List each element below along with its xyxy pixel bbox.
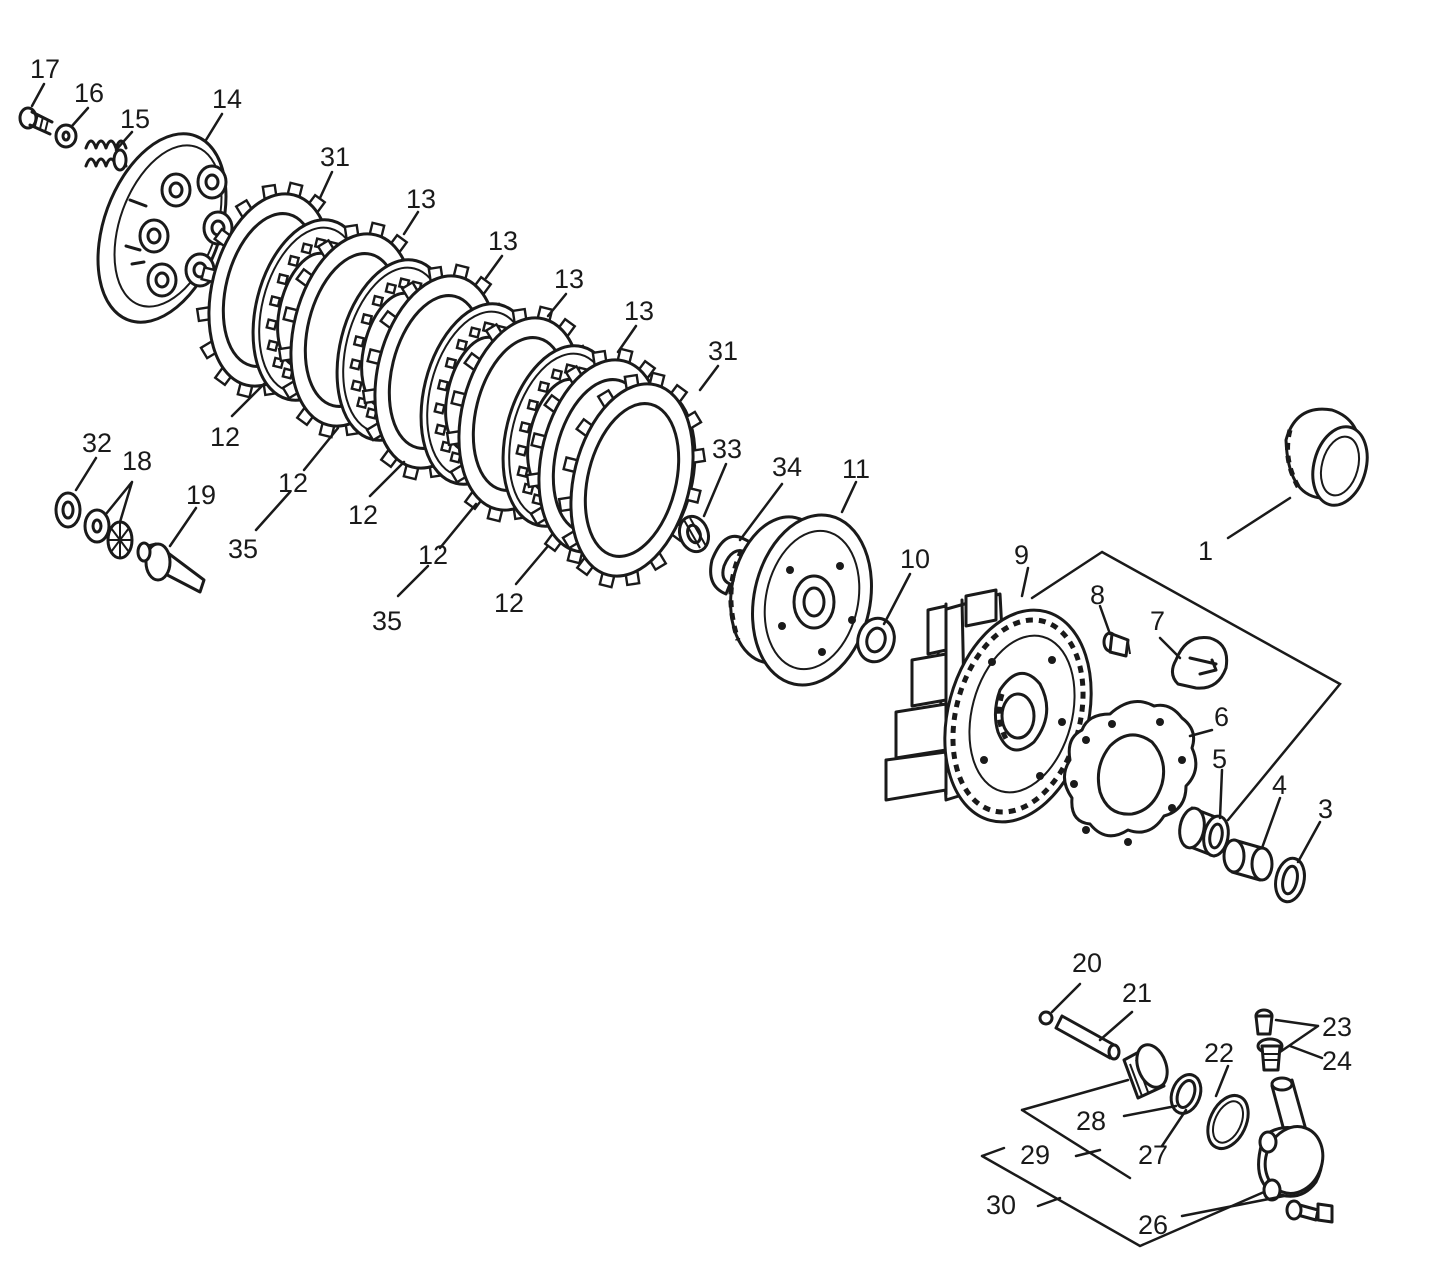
callout-labels: 17 16 15 14 31 13 13 13 13 31 12 12 12 1… [30, 54, 1352, 1240]
part-11-inner-hub [728, 513, 873, 687]
callout-28: 28 [1076, 1106, 1106, 1136]
callout-12-3: 12 [348, 500, 378, 530]
callout-14: 14 [212, 84, 242, 114]
callout-30: 30 [986, 1190, 1016, 1220]
callout-4: 4 [1272, 770, 1287, 800]
part-21-pushrod [1054, 1014, 1121, 1061]
callout-22: 22 [1204, 1038, 1234, 1068]
callout-9: 9 [1014, 540, 1029, 570]
part-23-bleeder [1254, 1008, 1274, 1036]
callout-12-5: 12 [494, 588, 524, 618]
part-4-spacer [1222, 838, 1274, 882]
callout-5: 5 [1212, 744, 1227, 774]
part-26-bolt [1285, 1199, 1334, 1224]
callout-32: 32 [82, 428, 112, 458]
part-33-needle-bearing [677, 514, 711, 554]
callout-18: 18 [122, 446, 152, 476]
part-15-spring [84, 139, 128, 172]
callout-27: 27 [1138, 1140, 1168, 1170]
callout-35-1: 35 [228, 534, 258, 564]
part-25-slave-cylinder-body [1257, 1076, 1325, 1202]
part-3-washer [1274, 856, 1306, 904]
callout-12-4: 12 [418, 540, 448, 570]
callout-34: 34 [772, 452, 802, 482]
clutch-pack [195, 181, 707, 589]
callout-13-4: 13 [624, 296, 654, 326]
callout-3: 3 [1318, 794, 1333, 824]
callout-15: 15 [120, 104, 150, 134]
part-16-washer [54, 123, 78, 149]
part-7-damper [1171, 635, 1229, 690]
callout-8: 8 [1090, 580, 1105, 610]
part-19-pushrod [136, 541, 206, 594]
callout-19: 19 [186, 480, 216, 510]
callout-11: 11 [842, 454, 870, 484]
leader-lines [30, 82, 1342, 1248]
callout-13-3: 13 [554, 264, 584, 294]
part-18-washers [83, 508, 134, 560]
callout-31-top: 31 [320, 142, 350, 172]
callout-20: 20 [1072, 948, 1102, 978]
part-8-screw [1102, 631, 1131, 658]
part-9-clutch-basket [884, 588, 1093, 824]
part-20-ball [1038, 1010, 1054, 1026]
part-24-banjo-bolt [1256, 1037, 1284, 1072]
callout-10: 10 [900, 544, 930, 574]
part-5-bushing [1178, 806, 1230, 858]
part-32-washer [54, 491, 82, 529]
callout-7: 7 [1150, 606, 1165, 636]
callout-26: 26 [1138, 1210, 1168, 1240]
friction-plate-31 [557, 371, 707, 589]
part-34-lock-washer [709, 534, 752, 596]
part-14-pressure-plate [96, 132, 234, 324]
part-28-piston [1122, 1043, 1169, 1100]
callout-35-2: 35 [372, 606, 402, 636]
part-17-bolt [18, 106, 54, 136]
callout-6: 6 [1214, 702, 1229, 732]
callout-13-2: 13 [488, 226, 518, 256]
callout-1: 1 [1198, 536, 1213, 566]
part-10-thrust-washer [856, 616, 896, 664]
callout-12-1: 12 [210, 422, 240, 452]
callout-33: 33 [712, 434, 742, 464]
callout-24: 24 [1322, 1046, 1352, 1076]
callout-17: 17 [30, 54, 60, 84]
primary-drive-gear [1284, 407, 1369, 507]
callout-12-2: 12 [278, 468, 308, 498]
callout-16: 16 [74, 78, 104, 108]
callout-29: 29 [1020, 1140, 1050, 1170]
callout-13-1: 13 [406, 184, 436, 214]
part-6-damper-plate [1063, 700, 1198, 846]
part-22-o-ring [1206, 1094, 1250, 1150]
callout-21: 21 [1122, 978, 1152, 1008]
callout-23: 23 [1322, 1012, 1352, 1042]
callout-31-bottom: 31 [708, 336, 738, 366]
part-27-seal [1169, 1073, 1203, 1115]
